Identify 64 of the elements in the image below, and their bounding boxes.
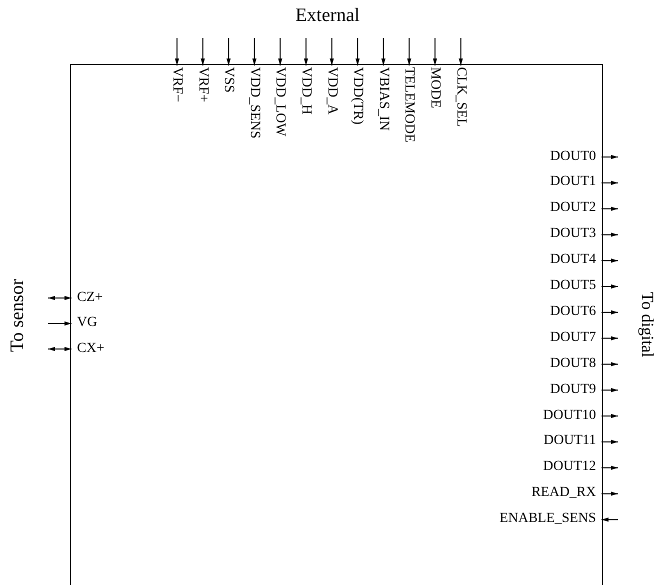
pin-label: VDD(TR) <box>348 65 366 125</box>
arrow <box>48 296 72 300</box>
pin-label: DOUT3 <box>550 225 602 244</box>
arrow <box>174 38 180 66</box>
pin-label: DOUT11 <box>544 432 602 450</box>
pin-label: MODE <box>426 65 444 108</box>
arrow <box>601 232 618 237</box>
pin-label: VDD_H <box>296 65 314 114</box>
arrow <box>381 38 386 66</box>
arrow <box>601 518 618 522</box>
pin-label: DOUT0 <box>550 148 602 166</box>
arrow <box>601 336 618 340</box>
pin-label: VDD_A <box>322 65 340 114</box>
pin-label: DOUT9 <box>550 380 602 399</box>
arrow <box>601 362 618 366</box>
pin-label: VDD_LOW <box>270 65 289 136</box>
pin-label: DOUT1 <box>550 173 602 192</box>
pin-label: DOUT5 <box>550 277 602 295</box>
pin-label: VBIAS_IN <box>374 65 392 131</box>
pin-label: CX+ <box>71 340 104 358</box>
pin-label: DOUT10 <box>543 406 602 424</box>
pin-label: VSS <box>219 65 238 93</box>
arrow <box>226 38 231 66</box>
arrow <box>304 38 308 66</box>
pin-label: ENABLE_SENS <box>500 510 602 528</box>
arrow <box>601 154 618 160</box>
arrow <box>601 440 618 444</box>
side-label: To digital <box>639 291 655 360</box>
pin-label: CZ+ <box>71 288 103 306</box>
pin-label: DOUT4 <box>550 251 602 270</box>
arrow <box>432 38 438 66</box>
arrow <box>330 38 334 66</box>
arrow <box>601 284 618 289</box>
arrow <box>601 388 618 392</box>
arrow <box>278 38 282 66</box>
pin-label: VRF− <box>168 65 186 102</box>
pin-label: TELEMODE <box>400 65 418 142</box>
pin-label: DOUT6 <box>550 302 602 321</box>
arrow <box>48 321 72 326</box>
side-label: To sensor <box>6 277 29 354</box>
arrow <box>601 206 618 211</box>
pin-label: VRF+ <box>193 65 212 102</box>
pin-label: CLK_SEL <box>451 65 470 127</box>
arrow <box>407 38 412 66</box>
side-label: External <box>294 4 361 28</box>
chip-box <box>70 64 603 585</box>
pin-label: DOUT7 <box>550 328 602 347</box>
pin-label: DOUT2 <box>550 199 602 218</box>
pin-label: READ_RX <box>531 484 602 502</box>
arrow <box>601 492 618 496</box>
arrow <box>356 38 360 66</box>
arrow <box>601 310 618 314</box>
pin-label: DOUT8 <box>550 354 602 373</box>
arrow <box>252 38 256 66</box>
arrow <box>48 346 72 352</box>
arrow <box>601 180 618 185</box>
arrow <box>601 466 618 470</box>
arrow <box>200 38 205 66</box>
arrow <box>601 258 618 263</box>
pin-label: DOUT12 <box>543 458 602 476</box>
arrow <box>458 38 463 66</box>
pin-label: VDD_SENS <box>244 65 263 139</box>
pin-label: VG <box>71 314 98 332</box>
arrow <box>601 414 618 418</box>
